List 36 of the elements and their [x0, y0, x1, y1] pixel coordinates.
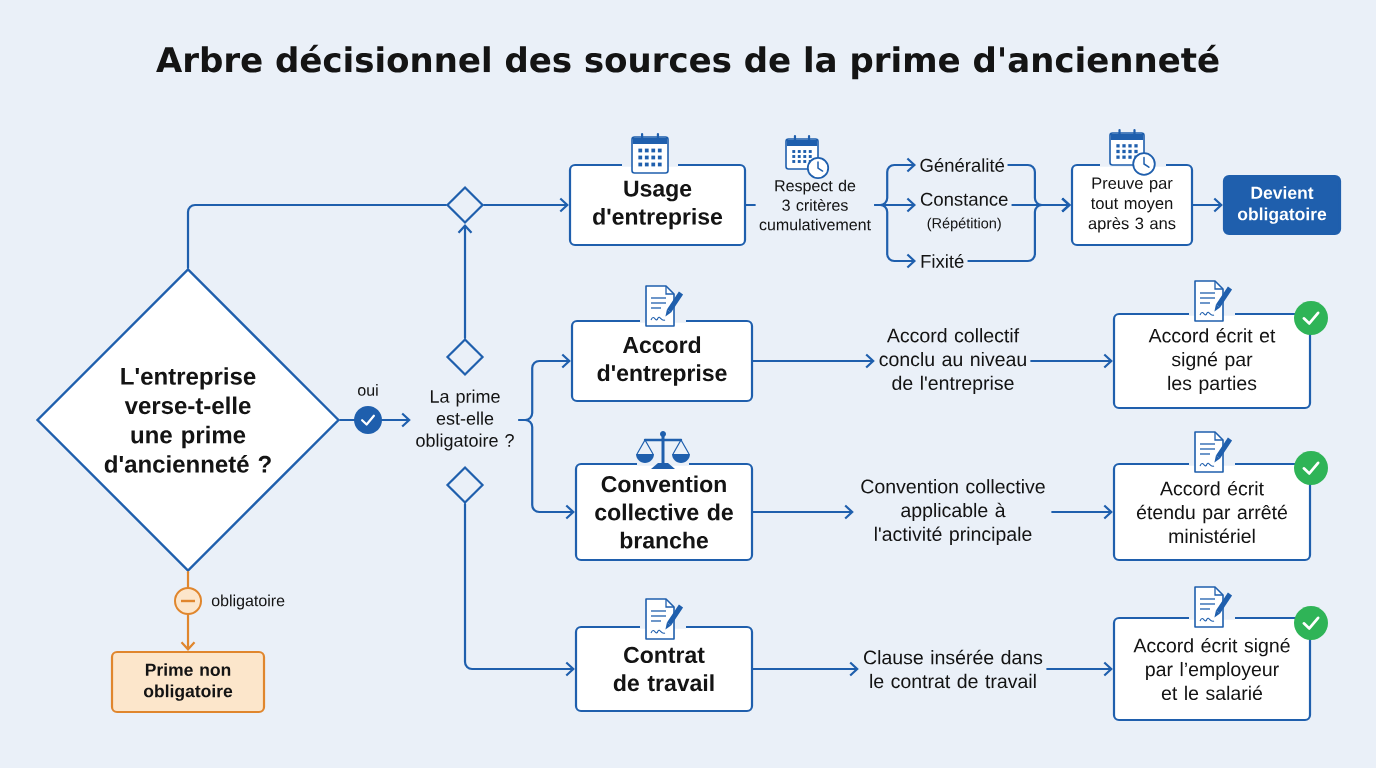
- arrow: [874, 203, 916, 269]
- arrow: [463, 503, 575, 677]
- criterion-text: Fixité: [921, 254, 964, 268]
- edge-label: oui: [358, 384, 378, 396]
- step-text: Clause insérée dans le contrat de travail: [864, 649, 1043, 689]
- process-box: Convention collective de branche: [574, 462, 754, 562]
- process-box: Accord d'entreprise: [570, 319, 754, 403]
- criterion-text: Généralité: [920, 158, 1005, 172]
- edge-label: obligatoire: [211, 594, 285, 610]
- arrow: [483, 197, 569, 213]
- step-text: Respect de 3 critères cumulativement: [759, 179, 871, 231]
- title: Arbre décisionnel des sources de la prime d'ancienneté: [156, 44, 1219, 80]
- step-text: Accord collectif conclu au niveau de l'entreprise: [879, 328, 1026, 394]
- step-text: Convention collective applicable à l'activité principale: [861, 479, 1045, 545]
- arrow: [1046, 661, 1113, 677]
- arrow: [1051, 504, 1113, 520]
- outcome-box: Prime non obligatoire: [110, 650, 266, 714]
- arrow: [457, 224, 473, 339]
- connector-line: [745, 203, 756, 207]
- process-box: Contrat de travail: [574, 625, 754, 713]
- result-box: Accord écrit et signé par les parties: [1112, 312, 1312, 410]
- arrow: [518, 418, 575, 520]
- arrow: [1192, 197, 1223, 213]
- criterion-text: Constance (Répétition): [920, 192, 1008, 232]
- process-box: Preuve par tout moyen après 3 ans: [1070, 163, 1194, 247]
- arrow: [752, 353, 875, 369]
- arrow: [752, 661, 859, 677]
- arrow: [752, 504, 854, 520]
- result-box: Devient obligatoire: [1222, 174, 1342, 236]
- arrow: [967, 197, 1071, 263]
- connector-line: [186, 203, 447, 269]
- result-box: Accord écrit étendu par arrêté ministériel: [1112, 462, 1312, 562]
- question-text: La prime est-elle obligatoire ?: [416, 389, 514, 451]
- process-box: Usage d'entreprise: [568, 163, 747, 247]
- arrow: [1030, 353, 1113, 369]
- result-box: Accord écrit signé par l’employeur et le salarié: [1112, 616, 1312, 722]
